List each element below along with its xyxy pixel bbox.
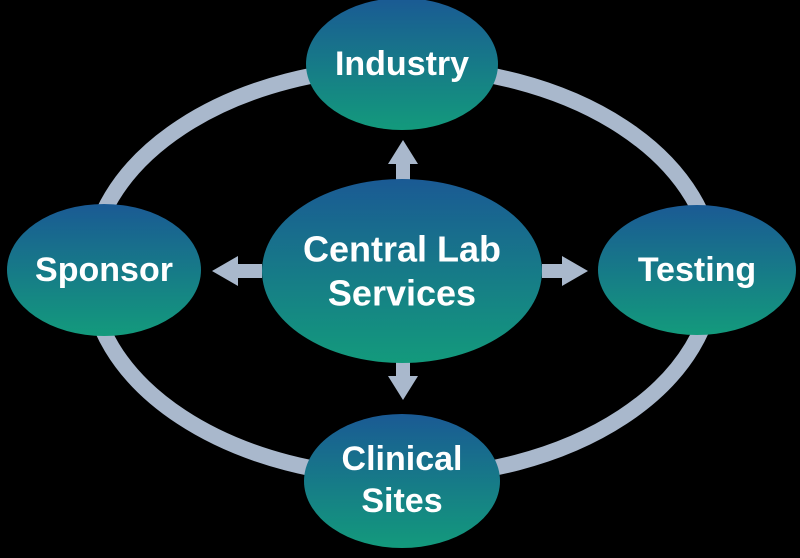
node-sponsor-label: Sponsor bbox=[35, 251, 173, 289]
node-testing-label: Testing bbox=[638, 251, 756, 289]
node-sponsor: Sponsor bbox=[7, 204, 201, 336]
node-clinical-sites-label-line2: Sites bbox=[361, 482, 442, 520]
arrow-left bbox=[212, 256, 262, 286]
node-industry-label: Industry bbox=[335, 45, 469, 83]
arrow-up bbox=[388, 140, 418, 182]
node-industry: Industry bbox=[306, 0, 498, 130]
node-central-lab-services: Central Lab Services bbox=[262, 179, 542, 363]
node-central-label-line1: Central Lab bbox=[303, 229, 501, 270]
arrow-right bbox=[542, 256, 588, 286]
node-testing: Testing bbox=[598, 205, 796, 335]
node-central-label-line2: Services bbox=[328, 273, 476, 314]
node-clinical-sites-label-line1: Clinical bbox=[342, 440, 463, 478]
arrow-down bbox=[388, 360, 418, 400]
node-clinical-sites: Clinical Sites bbox=[304, 414, 500, 548]
